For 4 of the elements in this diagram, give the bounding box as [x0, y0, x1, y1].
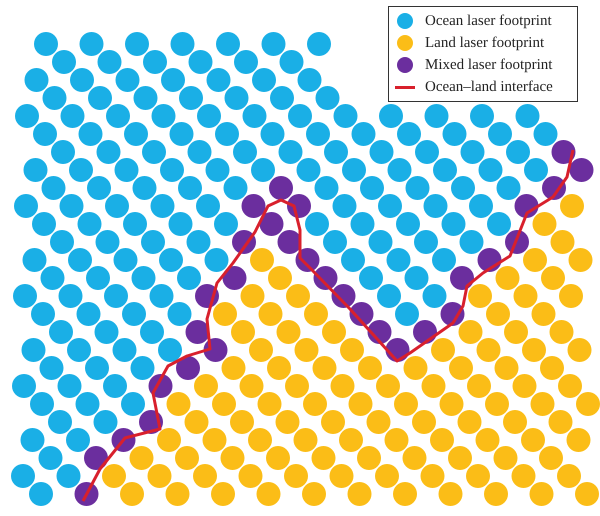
legend-text: Land laser footprint: [425, 34, 544, 52]
legend-text: Ocean–land interface: [425, 78, 553, 96]
legend-text: Mixed laser footprint: [425, 56, 552, 74]
legend-text: Ocean laser footprint: [425, 12, 552, 30]
